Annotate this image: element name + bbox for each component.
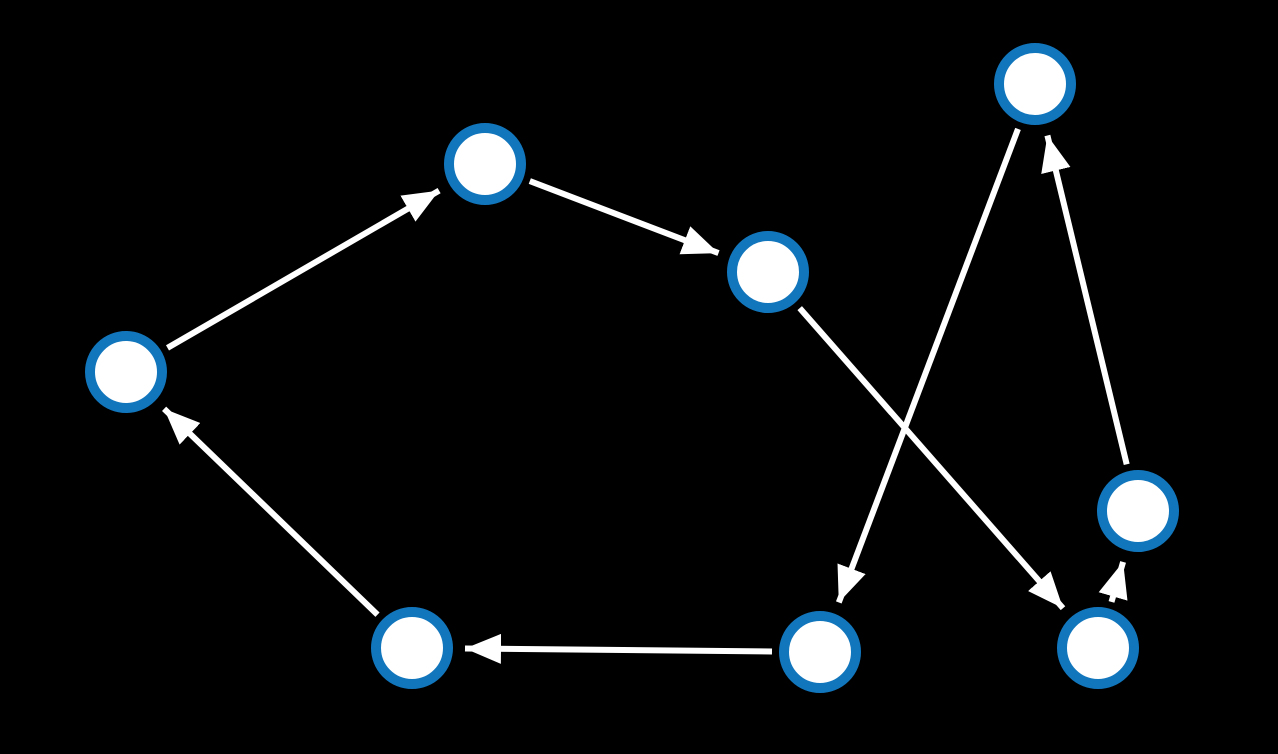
edge-node-bottom-left-to-node-left [162, 406, 380, 617]
node-top-right [994, 43, 1076, 125]
edge-node-bottom-mid-to-node-bottom-left [464, 633, 773, 664]
node-top-mid [444, 123, 526, 205]
node-right [1097, 470, 1179, 552]
node-bottom-left [371, 607, 453, 689]
edge-node-top-right-to-node-bottom-mid [835, 127, 1021, 604]
edge-node-center-to-node-bottom-right [797, 306, 1066, 611]
node-bottom-right [1057, 607, 1139, 689]
edge-node-top-mid-to-node-center [528, 178, 720, 256]
node-bottom-mid [779, 611, 861, 693]
edge-node-bottom-right-to-node-right [1098, 561, 1128, 603]
node-center [727, 231, 809, 313]
nodes-layer [85, 43, 1179, 693]
node-left [85, 331, 167, 413]
edge-node-left-to-node-top-mid [165, 188, 441, 351]
edges-layer [162, 127, 1130, 664]
edge-node-right-to-node-top-right [1041, 134, 1130, 466]
